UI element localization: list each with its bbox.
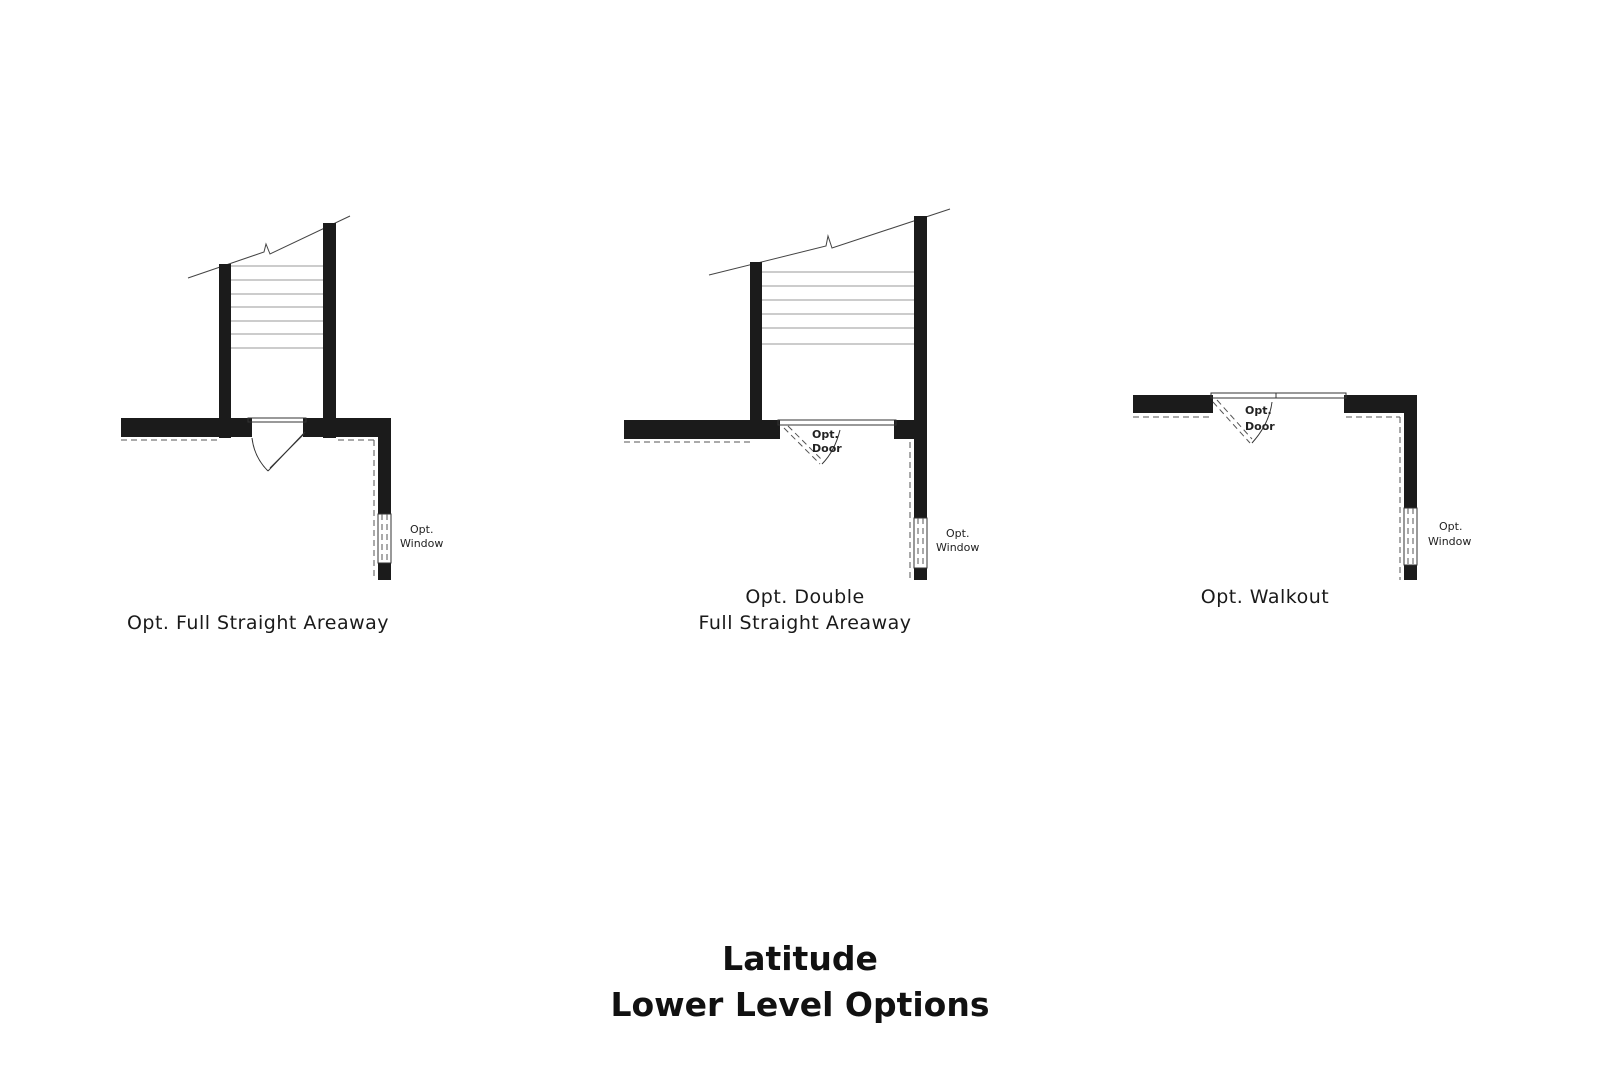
option-1-caption-line-1: Opt. Full Straight Areaway <box>126 612 390 634</box>
option-1-door <box>247 417 307 472</box>
option-2-caption: Opt. Double Full Straight Areaway <box>640 584 970 636</box>
option-3-caption-line-1: Opt. Walkout <box>1200 586 1330 608</box>
option-1-corner-wall <box>378 418 391 514</box>
option-1-corner-wall-stub <box>378 563 391 580</box>
option-2-corner-wall <box>914 420 927 518</box>
option-3-right-foundation-wall <box>1344 395 1417 413</box>
option-3-door <box>1210 392 1347 444</box>
option-3-door-label-line-2: Door <box>1245 420 1275 433</box>
option-3-window <box>1403 507 1418 566</box>
option-3-window-label-line-1: Opt. <box>1439 520 1462 533</box>
option-1-full-straight-areaway-plan: Opt. Window <box>121 215 443 580</box>
option-1-caption: Opt. Full Straight Areaway <box>98 610 418 636</box>
option-2-caption-line-2: Full Straight Areaway <box>698 612 912 634</box>
option-3-left-foundation-wall <box>1133 395 1213 413</box>
option-2-door-label-line-2: Door <box>812 442 842 455</box>
option-2-door-label-line-1: Opt. <box>812 428 839 441</box>
option-2-window <box>913 517 928 569</box>
option-2-caption-line-1: Opt. Double <box>745 586 865 608</box>
option-2-left-foundation-wall <box>624 420 780 439</box>
option-3-caption: Opt. Walkout <box>1140 584 1390 610</box>
plan-title-line-1: Latitude <box>722 939 878 978</box>
option-2-stair-treads <box>762 271 914 345</box>
option-1-window-label-line-2: Window <box>400 537 443 550</box>
option-3-corner-wall-stub <box>1404 565 1417 580</box>
option-2-window-label-line-1: Opt. <box>946 527 969 540</box>
option-3-corner-wall <box>1404 395 1417 508</box>
option-3-door-label-line-1: Opt. <box>1245 404 1272 417</box>
option-2-door <box>777 419 897 465</box>
option-1-break-line <box>187 215 351 279</box>
option-2-break-line <box>708 208 951 276</box>
option-3-walkout-plan: Opt. Door Opt. Window <box>1133 392 1471 580</box>
option-2-corner-wall-stub <box>914 568 927 580</box>
option-2-right-stair-wall <box>914 216 927 438</box>
option-1-right-foundation-wall <box>303 418 391 437</box>
option-1-window <box>377 513 392 564</box>
option-3-window-label-line-2: Window <box>1428 535 1471 548</box>
option-1-stair-treads <box>230 265 325 349</box>
option-1-left-foundation-wall <box>121 418 252 437</box>
option-1-right-stair-wall <box>323 223 336 438</box>
option-2-double-full-straight-areaway-plan: Opt. Door Opt. Window <box>624 208 979 580</box>
option-1-left-stair-wall <box>219 264 231 438</box>
option-1-window-label-line-1: Opt. <box>410 523 433 536</box>
option-2-window-label-line-2: Window <box>936 541 979 554</box>
plan-title-line-2: Lower Level Options <box>610 985 990 1024</box>
option-2-left-stair-wall <box>750 262 762 438</box>
